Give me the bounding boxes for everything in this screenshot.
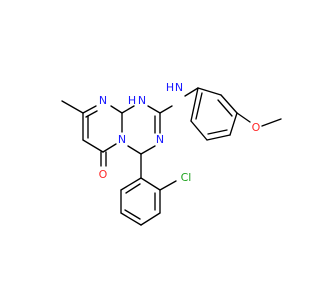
bond-c8-n xyxy=(82,105,97,114)
bond-p1 xyxy=(197,87,222,96)
atom-h-amino: H xyxy=(166,81,174,94)
molecule-diagram: N H N H N N N O O Cl xyxy=(61,81,282,226)
bond-p6 xyxy=(190,87,199,122)
bond-nh-aryl xyxy=(184,87,199,97)
atom-n-bridge: N xyxy=(118,133,126,146)
bond-p4 xyxy=(206,134,231,141)
bond-c3r xyxy=(140,212,161,226)
bond-c9-nh xyxy=(121,105,135,114)
bonds xyxy=(61,87,282,226)
atom-n-triazine: N xyxy=(156,133,164,146)
bond-c4r xyxy=(120,212,142,226)
bond-nh-c2 xyxy=(147,105,161,114)
bond-p4-dbl xyxy=(207,129,228,135)
atom-n-ring: N xyxy=(138,94,146,107)
bond-c4-nbridge xyxy=(127,145,142,155)
atom-labels: N H N H N N N O O Cl xyxy=(99,81,261,184)
atom-o-methoxy: O xyxy=(252,121,261,134)
bond-c2-nh-amino xyxy=(159,105,173,114)
bond-c6r-dbl xyxy=(125,183,141,194)
bond-o-me xyxy=(261,118,282,127)
bond-c6-c7 xyxy=(82,139,104,153)
bond-methyl xyxy=(61,100,84,114)
atom-n-amino: N xyxy=(175,81,183,94)
bond-nbridge-c6 xyxy=(102,143,117,153)
bond-c4r-dbl xyxy=(124,209,141,220)
atom-o-carbonyl: O xyxy=(99,168,108,181)
bond-c1 xyxy=(140,177,161,191)
bond-p3 xyxy=(229,112,238,136)
atom-n-pyrimidine: N xyxy=(99,94,107,107)
bond-p5 xyxy=(190,120,208,141)
bond-c-cl xyxy=(159,180,177,191)
bond-aryl-o xyxy=(236,112,251,123)
atom-cl: Cl xyxy=(181,171,192,184)
bond-n-c9 xyxy=(110,105,123,114)
bond-n3-c4 xyxy=(140,145,156,155)
bond-c6r xyxy=(120,177,142,191)
bond-p2 xyxy=(220,94,238,114)
bond-p2-dbl xyxy=(217,99,233,117)
bond-p6-dbl xyxy=(195,92,203,120)
atom-h-ring: H xyxy=(128,94,136,107)
structure-svg: N H N H N N N O O Cl xyxy=(61,81,282,226)
